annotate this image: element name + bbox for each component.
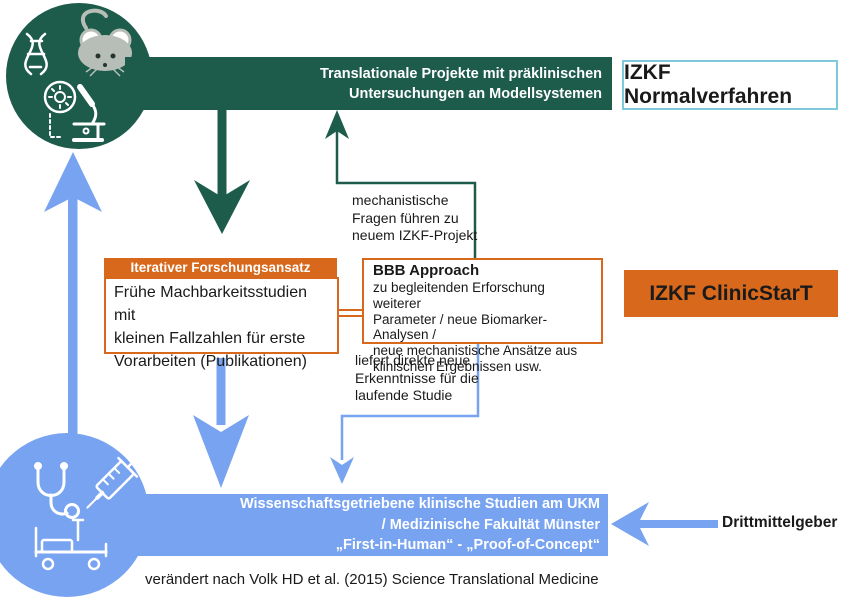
connector-iterative-bbb [338, 309, 362, 317]
hospital-bed-icon [34, 518, 108, 571]
mechanistic-questions-note: mechanistische Fragen führen zu neuem IZ… [352, 192, 478, 243]
iterative-research-header: Iterativer Forschungsansatz [104, 258, 337, 277]
iterative-research-header-label: Iterativer Forschungsansatz [130, 260, 311, 275]
arrow-clinical-to-preclinical [44, 152, 102, 434]
source-caption: verändert nach Volk HD et al. (2015) Sci… [145, 571, 599, 588]
arrow-funder-to-clinical [611, 502, 718, 546]
microscope-icon [72, 84, 106, 142]
preclinical-bar: Translationale Projekte mit präklinische… [125, 57, 612, 110]
stethoscope-icon [34, 462, 80, 519]
dna-icon [24, 32, 48, 76]
funder-label: Drittmittelgeber [722, 514, 838, 531]
izkf-normalverfahren-box: IZKF Normalverfahren [622, 60, 838, 110]
bbb-approach-title: BBB Approach [373, 262, 480, 279]
bbb-approach-body: zu begleitenden Erforschung weiterer Par… [373, 280, 578, 374]
mouse-icon [78, 8, 132, 77]
feasibility-studies-box: Frühe Machbarkeitsstudien mit kleinen Fa… [104, 277, 339, 370]
clinical-studies-bar-label: Wissenschaftsgetriebene klinische Studie… [239, 496, 600, 554]
arrow-bbb-to-clinical [330, 343, 480, 484]
cell-culture-icon [43, 80, 77, 138]
arrow-bbb-to-preclinical [325, 110, 477, 258]
izkf-normalverfahren-label: IZKF Normalverfahren [624, 61, 793, 108]
izkf-clinicstart-box: IZKF ClinicStarT [624, 270, 838, 317]
izkf-clinicstart-label: IZKF ClinicStarT [649, 281, 813, 305]
arrow-preclinical-to-iterative [194, 107, 250, 234]
arrow-iterative-to-clinical [193, 358, 249, 488]
preclinical-bar-label: Translationale Projekte mit präklinische… [319, 65, 602, 102]
clinical-circle [0, 433, 149, 597]
syringe-icon [86, 454, 141, 509]
clinical-studies-bar: Wissenschaftsgetriebene klinische Studie… [133, 494, 608, 556]
delivers-insights-note: liefert direkte neue Erkenntnisse für di… [355, 352, 479, 403]
bbb-approach-box: BBB Approach zu begleitenden Erforschung… [362, 258, 603, 374]
